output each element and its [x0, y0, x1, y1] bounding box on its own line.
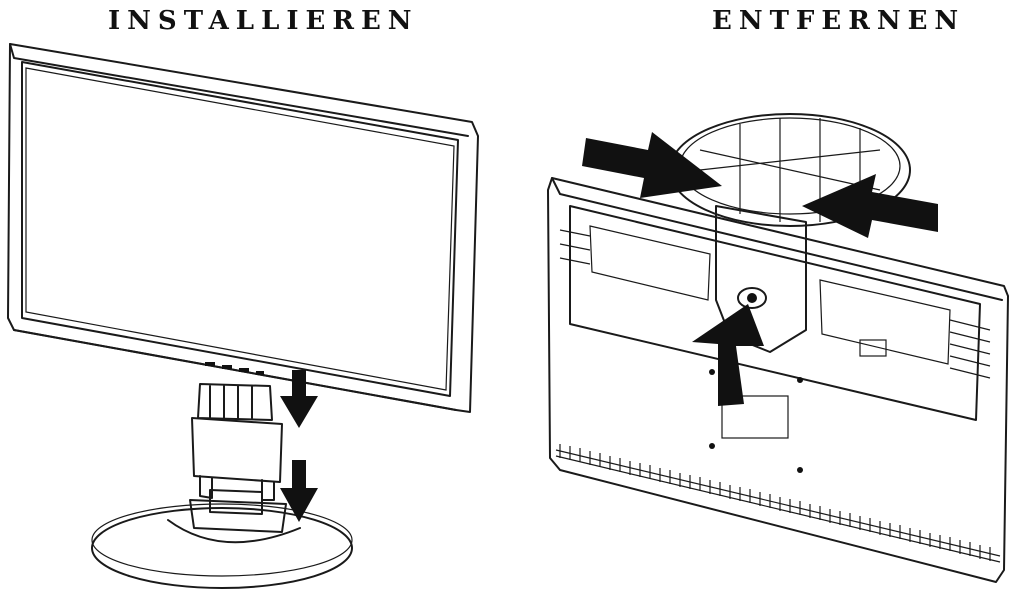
- down-arrow-icon: [280, 370, 318, 428]
- vent-grille: [559, 444, 991, 561]
- down-arrow-icon: [280, 460, 318, 522]
- install-heading: INSTALLIEREN: [108, 6, 419, 36]
- control-buttons: [205, 362, 264, 375]
- release-arrow-icon: [692, 304, 764, 406]
- monitor-back-illustration: [547, 177, 1009, 583]
- remove-heading: ENTFERNEN: [712, 6, 966, 36]
- stand-plate-illustration: [669, 113, 911, 353]
- monitor-front-illustration: [7, 43, 479, 413]
- release-arrow-icon: [802, 174, 938, 238]
- release-arrow-icon: [582, 132, 722, 198]
- stand-neck-illustration: [191, 383, 283, 501]
- stand-base-illustration: [91, 489, 353, 589]
